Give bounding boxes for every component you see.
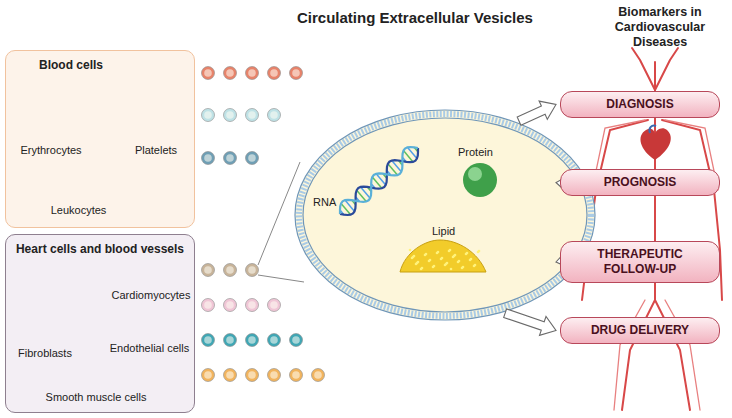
box-label: DIAGNOSIS (569, 97, 711, 112)
panel-box: Heart cells and blood vesselsCardiomyocy… (5, 234, 195, 413)
box-label: THERAPEUTIC FOLLOW-UP (569, 247, 711, 277)
cargo-label: Protein (458, 146, 493, 158)
cell-label: Smooth muscle cells (26, 391, 166, 407)
panel-heading: Blood cells (6, 58, 136, 72)
cell-label: Fibroblasts (11, 347, 79, 363)
block-arrow (517, 101, 556, 125)
cell-label: Platelets (123, 144, 189, 160)
cell-label: Erythrocytes (16, 144, 86, 160)
cell-name: Leukocytes (41, 204, 116, 216)
lipid-pile (400, 240, 486, 272)
box-label: DRUG DELIVERY (569, 323, 711, 338)
diagram-title: Circulating Extracellular Vesicles (250, 9, 580, 26)
section-heading: Biomarkers in Cardiovascular Diseases (592, 5, 728, 50)
box-label: PROGNOSIS (569, 175, 711, 190)
cell-name: Erythrocytes (16, 144, 86, 156)
vesicle-membrane (295, 110, 595, 320)
outcome-pill: DIAGNOSIS (560, 91, 720, 118)
heart-icon (640, 125, 670, 160)
panel-heading: Heart cells and blood vessels (6, 242, 194, 256)
outcome-pill: PROGNOSIS (560, 169, 720, 196)
cargo-label: Lipid (432, 225, 455, 237)
cell-label: Endothelial cells (105, 342, 194, 358)
cargo-label: RNA (313, 196, 336, 208)
block-arrow (504, 309, 556, 336)
protein-sphere (463, 163, 497, 197)
rna-helix (340, 147, 418, 215)
cell-label: Cardiomyocytes (107, 289, 195, 305)
cell-name: Platelets (123, 144, 189, 156)
vesicle: RNA ProteinLipid (295, 110, 595, 320)
cell-name: Endothelial cells (105, 342, 194, 354)
outcome-pill: DRUG DELIVERY (560, 317, 720, 344)
cell-name: Cardiomyocytes (107, 289, 195, 301)
cell-label: Leukocytes (41, 204, 116, 220)
cell-name: Smooth muscle cells (26, 391, 166, 403)
outcome-pill: THERAPEUTIC FOLLOW-UP (560, 241, 720, 283)
cell-name: Fibroblasts (11, 347, 79, 359)
panel-box: Blood cellsErythrocytes PlateletsLeukocyt… (5, 50, 195, 228)
